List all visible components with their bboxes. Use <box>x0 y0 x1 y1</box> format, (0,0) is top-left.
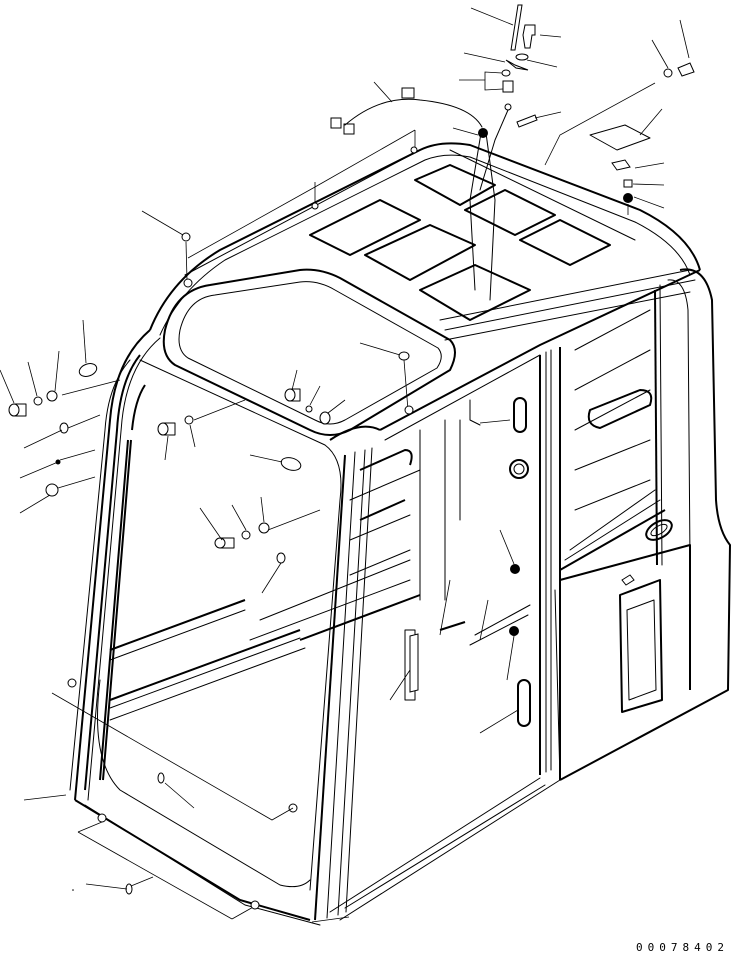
roof-panel <box>150 143 700 435</box>
hinge-plates <box>405 398 530 726</box>
left-fastener-group <box>0 320 120 513</box>
drawing-number: 00078402 <box>636 941 729 954</box>
rear-cabin <box>330 269 730 920</box>
lower-fastener-group <box>24 420 634 922</box>
center-fastener-group <box>158 370 345 593</box>
roof-fastener-group <box>142 5 694 414</box>
interior-rails <box>110 450 420 720</box>
